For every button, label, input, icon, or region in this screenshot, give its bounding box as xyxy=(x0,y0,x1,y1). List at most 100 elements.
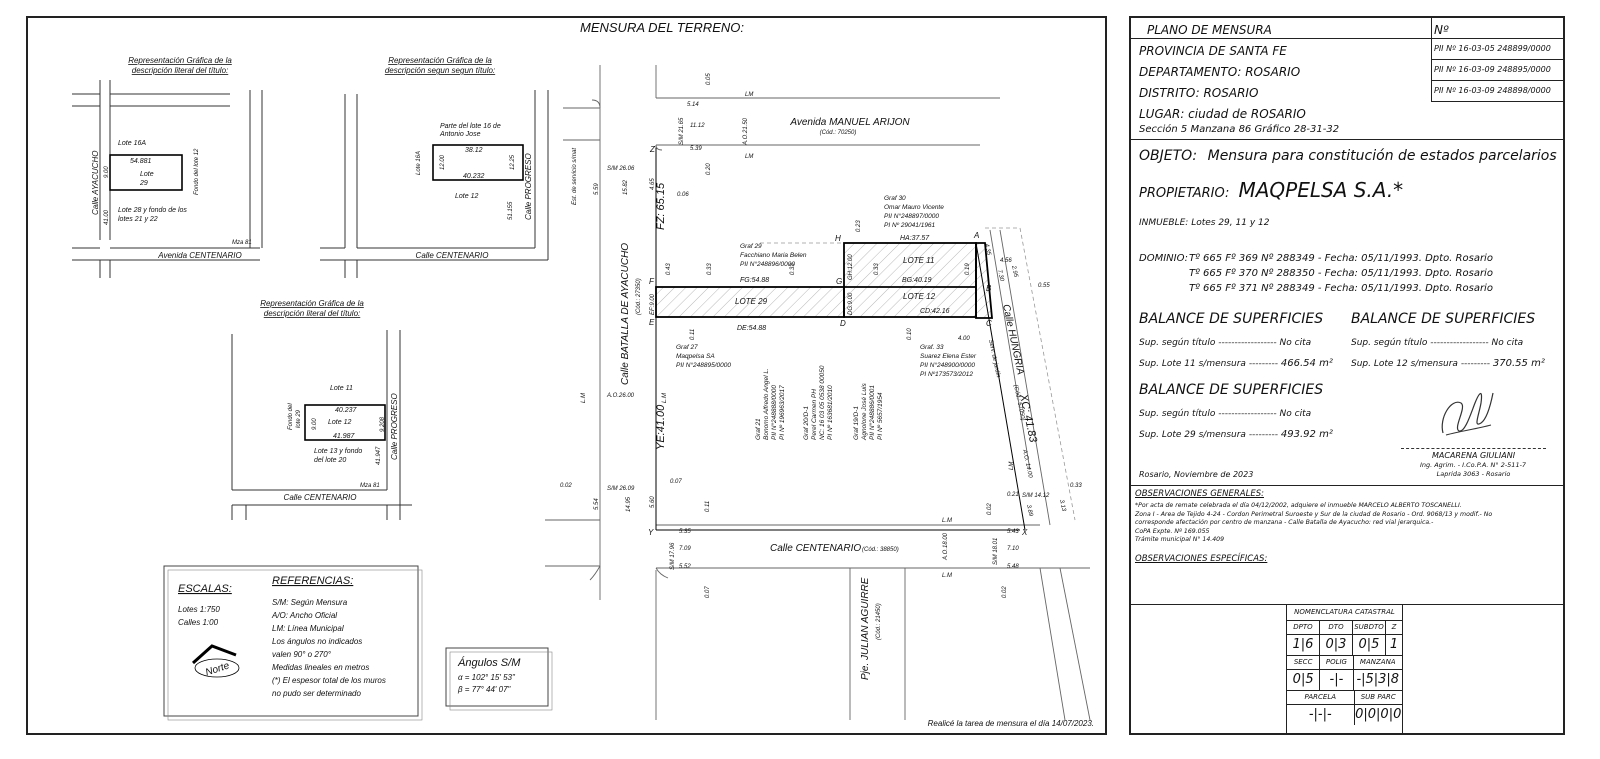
pt-C: C xyxy=(986,319,992,328)
ref-item-1: S/M: Según Mensura xyxy=(272,598,348,607)
plan-d021: 0.21 xyxy=(1007,492,1019,498)
firm1: Ing. Agrim. - I.Co.P.A. N° 2-511-7 xyxy=(1419,461,1527,469)
plan-d002b: 0.02 xyxy=(987,503,993,515)
rep3-diagram xyxy=(231,330,412,520)
rep2-parte1: Parte del lote 16 de xyxy=(440,123,501,130)
rep2-lote16a: Lote 16A xyxy=(416,151,422,175)
plan-d730: 7.30 xyxy=(996,269,1004,282)
survey-drawing: MENSURA DEL TERRENO: Representación Gráf… xyxy=(72,20,1094,728)
plan-serv: Serv. de jardín xyxy=(987,339,1001,379)
plan-d019: 0.19 xyxy=(965,263,971,275)
main-title: MENSURA DEL TERRENO: xyxy=(580,20,744,35)
nomenc-h-subparc: SUB PARC xyxy=(1360,693,1396,701)
plan-d007a: 0.07 xyxy=(670,479,682,485)
b3-m-val: 493.92 m² xyxy=(1280,429,1333,440)
plan-d002c: 0.02 xyxy=(1002,586,1008,598)
plan-batalla-cod: (Cód.: 27350) xyxy=(636,278,642,315)
plan-lm-6: L.M xyxy=(942,573,952,579)
obs-gen-1: *Por acta de remate celebrada el día 04/… xyxy=(1135,502,1462,509)
nomenc-h-z: Z xyxy=(1391,623,1397,631)
graf19-3: PII N°248886/0001 xyxy=(868,385,876,440)
plan-lote29: LOTE 29 xyxy=(735,297,768,306)
signature-image xyxy=(1441,392,1494,436)
angulos-box: Ángulos S/M α = 102° 15' 53" β = 77° 44'… xyxy=(445,647,553,711)
prop: MAQPELSA S.A.* xyxy=(1238,178,1404,202)
nomenc-v-dto: 0|3 xyxy=(1320,635,1353,655)
graf20-3: NC: 16 03 05 0538 00050 xyxy=(819,365,826,440)
plan-d020: 0.20 xyxy=(706,163,712,175)
nomenc-v-dpto: 1|6 xyxy=(1287,635,1320,655)
graf20-4: PI Nº 163681/2010 xyxy=(827,385,834,440)
rep2-parte2: Antonio Jose xyxy=(439,131,481,138)
plan-d710: 7.10 xyxy=(1007,546,1019,552)
plan-d007b: 0.07 xyxy=(705,586,711,598)
plan-fg: FG:54.88 xyxy=(740,277,769,284)
rep1-caption2: descripción literal del título: xyxy=(132,66,229,75)
plan-d1582: 15.82 xyxy=(623,179,629,195)
plan-d554: 5.54 xyxy=(594,498,600,510)
rep3-street-v: Calle PROGRESO xyxy=(390,393,399,460)
plan-d010: 0.10 xyxy=(907,328,913,340)
graf20-1: Graf 20/D-1 xyxy=(803,406,810,440)
rep1-street-v: Calle AYACUCHO xyxy=(91,151,100,215)
pii-3: PII Nº 16-03-09 248898/0000 xyxy=(1434,86,1551,95)
rep1-diagram xyxy=(72,80,263,278)
angulos-title: Ángulos S/M xyxy=(457,656,521,669)
plan-centenario-cod: (Cód.: 38850) xyxy=(862,547,899,553)
nomenc-v-manzana: -|5|3|8 xyxy=(1356,672,1400,687)
rep2-v40232: 40.232 xyxy=(463,173,485,180)
plan-sm2606: S/M 26.06 xyxy=(607,166,635,172)
rep3-v41947: 41.947 xyxy=(376,446,382,465)
nomenc-h-polig: POLIG xyxy=(1320,656,1354,669)
plan-sm2609: S/M 26.09 xyxy=(607,486,635,492)
b1-m-val: 466.54 m² xyxy=(1280,358,1333,369)
graf29-2: Facchiano Maria Belen xyxy=(740,252,807,259)
balance-title-1: BALANCE DE SUPERFICIES xyxy=(1139,311,1324,327)
plan-d005: 0.05 xyxy=(706,73,712,85)
plan-dg: DG:9.00 xyxy=(848,292,854,315)
plan-d514: 5.14 xyxy=(687,102,699,108)
plan-d055: 0.55 xyxy=(1038,283,1050,289)
inmueble: INMUEBLE: Lotes 29, 11 y 12 xyxy=(1139,218,1270,228)
dominio-2: Tº 665 Fº 370 Nº 288350 - Fecha: 05/11/1… xyxy=(1189,268,1493,279)
pt-H: H xyxy=(835,234,841,243)
rep2-v1200: 12.00 xyxy=(440,154,446,170)
graf21-2: Bonomo Alfredo Angel L. xyxy=(763,368,770,440)
rep3-v9208: 9.208 xyxy=(380,416,386,432)
plan-d465: 4.65 xyxy=(650,178,656,190)
plan-ye: YE:41.00 xyxy=(655,404,667,450)
rep1-val1: 54.881 xyxy=(130,158,152,165)
plan-gh: GH:12.00 xyxy=(848,254,854,280)
seccion: Sección 5 Manzana 86 Gráfico 28-31-32 xyxy=(1139,124,1340,135)
b1-t-val: No cita xyxy=(1279,338,1312,348)
plan-d295: 2.95 xyxy=(1010,264,1019,278)
rep3-lote11: Lote 11 xyxy=(330,385,353,392)
plan-ao1800: A.O.18.00 xyxy=(943,532,949,561)
plan-fz: FZ: 65.15 xyxy=(655,182,667,230)
plan-hungria: Calle HUNGRIA xyxy=(1000,303,1026,376)
plan-d709: 7.09 xyxy=(679,546,691,552)
graf27-3: PII N°248895/0000 xyxy=(676,361,731,369)
nomenc-title: NOMENCLATURA CATASTRAL xyxy=(1287,604,1402,621)
plan-d560: 5.60 xyxy=(650,496,656,508)
rep2-street-h: Calle CENTENARIO xyxy=(416,251,489,260)
obs-gen-2: Zona I - Area de Tejido 4-24 - Cordon Pe… xyxy=(1135,510,1493,518)
rep2-diagram xyxy=(320,90,549,278)
rep3-lote12: Lote 12 xyxy=(328,419,351,426)
nomenc-v-secc: 0|5 xyxy=(1287,670,1321,690)
b3-t-label: Sup. según título xyxy=(1139,409,1216,419)
pt-F: F xyxy=(649,277,655,286)
pt-B: B xyxy=(986,284,992,293)
rep2-street-v: Calle PROGRESO xyxy=(524,153,533,220)
rep3-v40237: 40.237 xyxy=(335,407,358,414)
pt-A: A xyxy=(973,231,979,240)
plan-lots xyxy=(655,242,993,319)
obs-gen-4: CoPA Expte. Nº 169.055 xyxy=(1135,527,1210,535)
angulos-beta: β = 77° 44' 07" xyxy=(457,685,512,694)
plan-d023: 0.23 xyxy=(856,220,862,232)
rep2-caption: Representación Gráfica de la xyxy=(388,56,492,65)
plan-d033b: 0.33 xyxy=(790,263,796,275)
plan-centenario: Calle CENTENARIO xyxy=(770,543,861,554)
obs-gen-5: Trámite municipal N° 14.409 xyxy=(1135,536,1225,543)
plan-d1112: 11.12 xyxy=(690,123,705,129)
